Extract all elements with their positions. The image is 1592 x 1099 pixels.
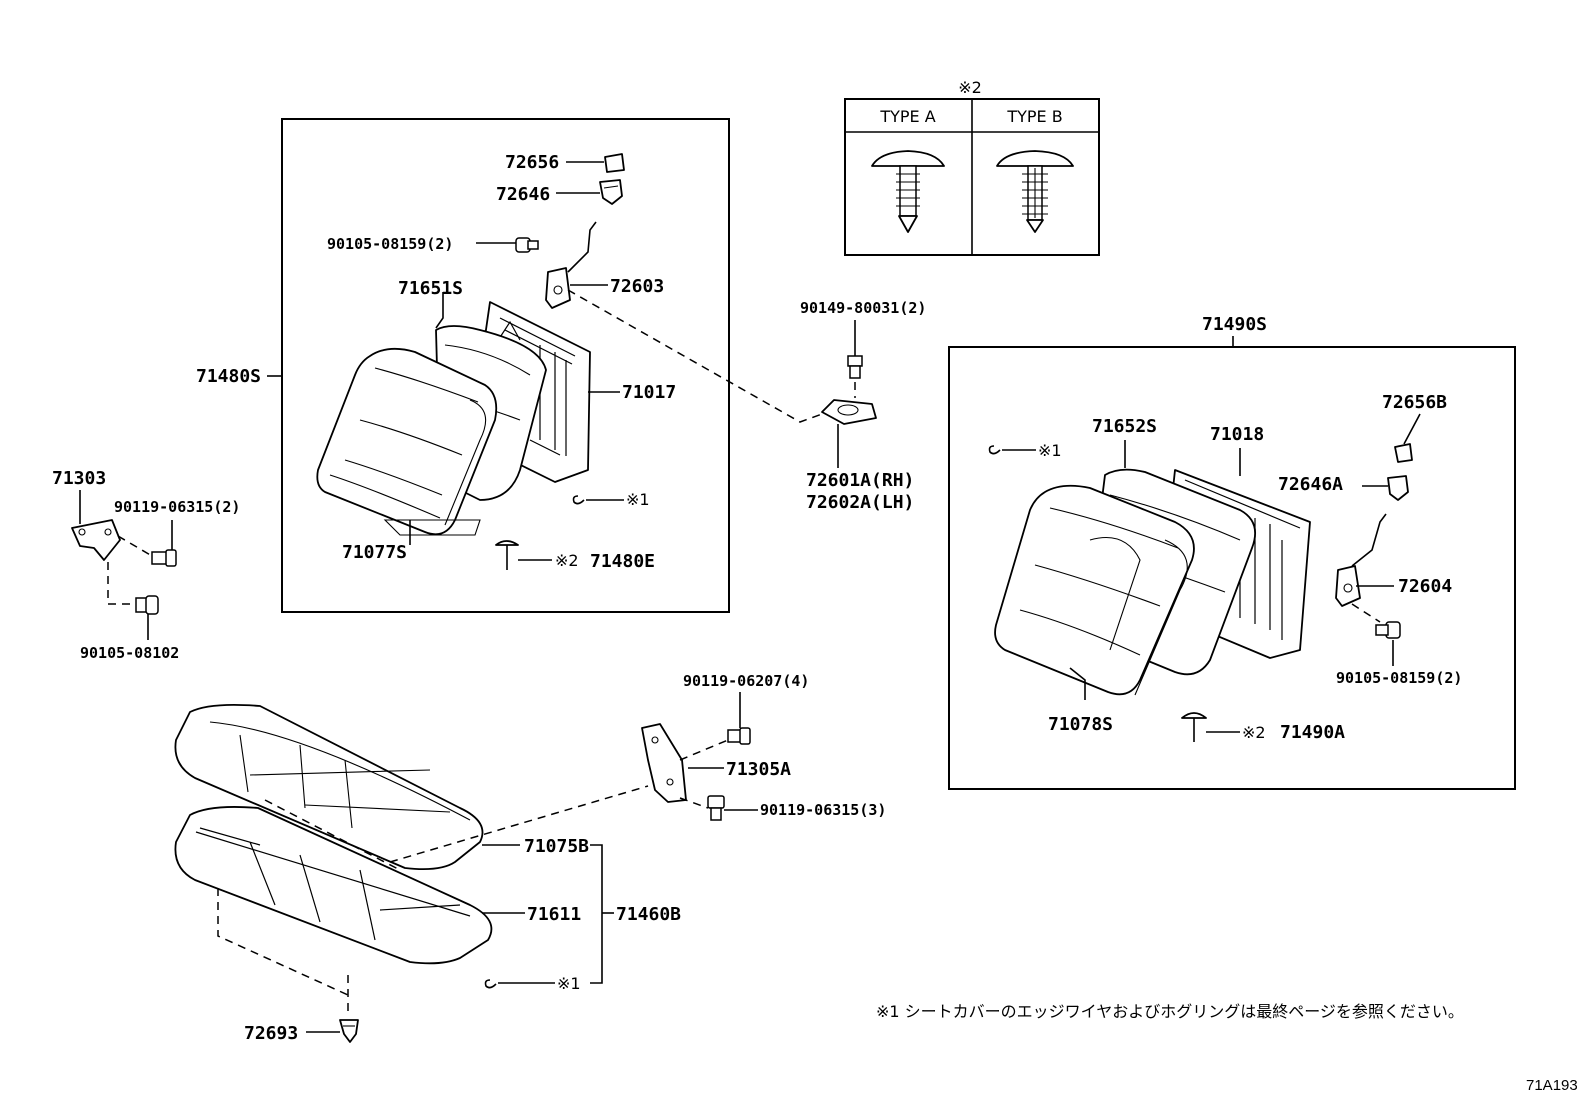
type-table-mark: ※2 [958,78,982,97]
lock-bracket-72604 [1335,513,1387,607]
label-71017: 71017 [622,382,676,403]
seatback-rh-assembly: 71480S [196,118,730,613]
seatback-cover-71078s [994,484,1195,696]
label-71075b: 71075B [524,836,589,857]
label-71652s: 71652S [1092,416,1157,437]
label-71480s: 71480S [196,366,261,387]
bolt-90105-08159-left [515,237,539,253]
knob-72656 [604,153,625,173]
label-90119-06315-3: 90119-06315(3) [760,801,886,819]
label-72656: 72656 [505,152,559,173]
label-71490a-mark: ※2 [1242,723,1266,742]
knob-cover-72646 [599,179,623,205]
label-72602a: 72602A(LH) [806,492,914,513]
clip-type-table: ※2 TYPE A TYPE B [844,78,1100,256]
knob-72656b [1394,443,1413,463]
label-72693: 72693 [244,1023,298,1044]
label-90119-06315-2: 90119-06315(2) [114,498,240,516]
label-mark1-left: ※1 [626,490,650,509]
bolt-90149-80031 [847,355,863,379]
label-71460b: 71460B [616,904,681,925]
label-71078s: 71078S [1048,714,1113,735]
lock-bracket-72603 [545,221,597,309]
label-mark1-right: ※1 [1038,441,1062,460]
type-b-label: TYPE B [1006,107,1062,126]
label-71077s: 71077S [342,542,407,563]
cushion-hinge-71305a [641,723,687,803]
label-72603: 72603 [610,276,664,297]
label-72604: 72604 [1398,576,1452,597]
label-71490s: 71490S [1202,314,1267,335]
hinge-72601a [821,399,877,425]
label-71611: 71611 [527,904,581,925]
label-90105-08102: 90105-08102 [80,644,179,662]
seat-cushion-assembly: 72693 ※1 71075B 71611 71460B [174,703,681,1044]
label-71303: 71303 [52,468,106,489]
hog-ring-mark-bottom [484,979,497,989]
clip-71490a [1181,712,1207,742]
label-72646a: 72646A [1278,474,1343,495]
label-72656b: 72656B [1382,392,1447,413]
footnote-hog-ring: ※1 シートカバーのエッジワイヤおよびホグリングは最終ページを参照ください。 [876,1002,1464,1021]
label-71651s: 71651S [398,278,463,299]
label-90105-08159-right: 90105-08159(2) [1336,669,1462,687]
clip-type-b-icon [996,150,1074,233]
clip-72693 [339,1019,359,1043]
hinge-72601a-group: 90149-80031(2) 72601A(RH) 72602A(LH) [567,289,926,513]
bolt-90105-08159-right [1375,621,1401,639]
cushion-pad-71611 [174,806,493,965]
label-71490a: 71490A [1280,722,1345,743]
cushion-hinge-71305a-group: 90119-06207(4) 71305A 90119-06315(3) [389,672,886,863]
bolt-90119-06207 [727,727,751,745]
knob-cover-72646a [1387,475,1409,501]
label-72601a: 72601A(RH) [806,470,914,491]
bolt-90119-06315-left [151,549,177,567]
seatback-lh-assembly: 71490S ※1 [948,314,1516,790]
label-71480e: 71480E [590,551,655,572]
label-90119-06207: 90119-06207(4) [683,672,809,690]
seatback-cover-71077s [316,347,498,536]
label-71480e-mark: ※2 [555,551,579,570]
hog-ring-mark-left [572,495,585,505]
side-bracket-71303-group: 71303 90119-06315(2) 90105-08102 [52,468,240,662]
bolt-90105-08102 [135,595,159,615]
label-71018: 71018 [1210,424,1264,445]
cushion-cover-71075b [174,703,484,871]
bolt-90119-06315-right [707,795,725,821]
diagram-code: 71A193 [1526,1077,1578,1094]
type-a-label: TYPE A [879,107,935,126]
label-71305a: 71305A [726,759,791,780]
label-90149-80031: 90149-80031(2) [800,299,926,317]
clip-71480e [495,540,519,570]
label-90105-08159-left: 90105-08159(2) [327,235,453,253]
clip-type-a-icon [871,150,945,233]
label-mark1-bottom: ※1 [557,974,581,993]
label-72646: 72646 [496,184,550,205]
hog-ring-mark-right [988,445,1001,455]
